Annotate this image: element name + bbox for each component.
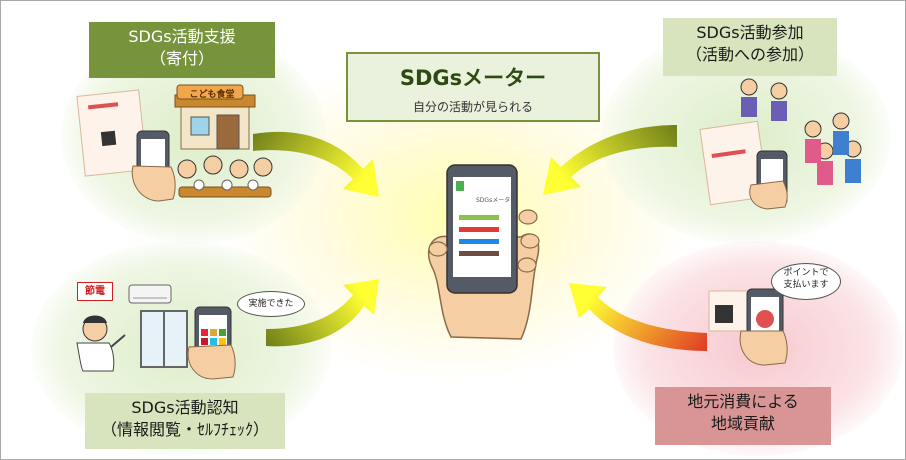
arrow-bottom-left	[266, 279, 379, 347]
label-top-left-line2: （寄付）	[149, 49, 214, 68]
setsuden-tag: 節電	[77, 282, 113, 301]
hand-phone-icon-bl	[187, 306, 236, 380]
label-bottom-right-line1: 地元消費による	[687, 392, 799, 411]
restaurant-icon	[174, 84, 256, 150]
label-bottom-right: 地元消費による 地域貢献	[655, 387, 831, 445]
air-conditioner-icon	[128, 284, 172, 304]
shop-sign-text: こども食堂	[189, 90, 235, 100]
center-hand-phone-icon	[428, 164, 540, 340]
volunteer-card-icon	[699, 120, 769, 206]
arrow-bottom-right	[569, 283, 707, 351]
title-sub: 自分の活動が見られる	[412, 100, 533, 114]
window-icon	[140, 310, 188, 368]
label-top-left: SDGs活動支援 （寄付）	[89, 22, 275, 78]
volunteers-icon	[740, 78, 862, 185]
title-main: SDGsメーター	[399, 66, 547, 90]
label-top-right-line1: SDGs活動参加	[696, 23, 804, 42]
title-box: SDGsメーター 自分の活動が見られる	[346, 52, 600, 122]
hand-phone-icon-tl	[131, 130, 176, 202]
label-bottom-left: SDGs活動認知 （情報閲覧・ｾﾙﾌﾁｪｯｸ）	[85, 393, 285, 449]
qr-card-icon	[708, 290, 750, 332]
speech-br-line2: 支払います	[783, 280, 829, 290]
donation-card-icon	[76, 89, 148, 177]
hand-phone-icon-br	[739, 288, 788, 366]
children-icon	[177, 155, 273, 198]
arrow-top-right	[543, 125, 677, 195]
speech-bubble-bottom-right: ポイントで 支払います	[771, 263, 841, 300]
phone-app-title: SDGsメーター	[476, 197, 517, 204]
label-bottom-left-line1: SDGs活動認知	[131, 398, 239, 417]
speech-br-line1: ポイントで	[783, 268, 829, 278]
label-top-left-line1: SDGs活動支援	[128, 27, 236, 46]
label-top-right-line2: （活動への参加）	[685, 45, 814, 64]
label-bottom-right-line2: 地域貢献	[710, 414, 775, 433]
arrow-top-left	[253, 131, 379, 197]
label-bottom-left-line2: （情報閲覧・ｾﾙﾌﾁｪｯｸ）	[100, 420, 269, 439]
label-top-right: SDGs活動参加 （活動への参加）	[663, 18, 837, 76]
speech-bubble-bottom-left: 実施できた	[237, 291, 305, 317]
hand-phone-icon-tr	[749, 150, 788, 210]
man-icon	[76, 315, 126, 372]
